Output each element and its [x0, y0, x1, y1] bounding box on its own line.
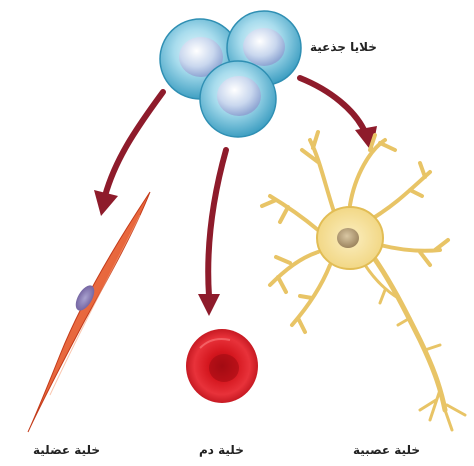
stem-cell-front: [200, 61, 276, 137]
nerve-cell-label: خلية عصبية: [353, 443, 420, 457]
muscle-cell: [28, 192, 150, 432]
muscle-cell-label: خلية عضلية: [33, 443, 100, 457]
arrow-to-muscle-cell: [94, 92, 163, 216]
arrow-to-blood-cell: [198, 150, 226, 316]
nerve-cell-nucleus: [337, 228, 359, 248]
stem-cells-label: خلايا جذعية: [310, 40, 377, 54]
red-blood-cell: [186, 329, 258, 403]
blood-cell-label: خلية دم: [199, 443, 244, 457]
stem-cells-cluster: [160, 11, 301, 137]
nerve-cell: [262, 132, 465, 430]
